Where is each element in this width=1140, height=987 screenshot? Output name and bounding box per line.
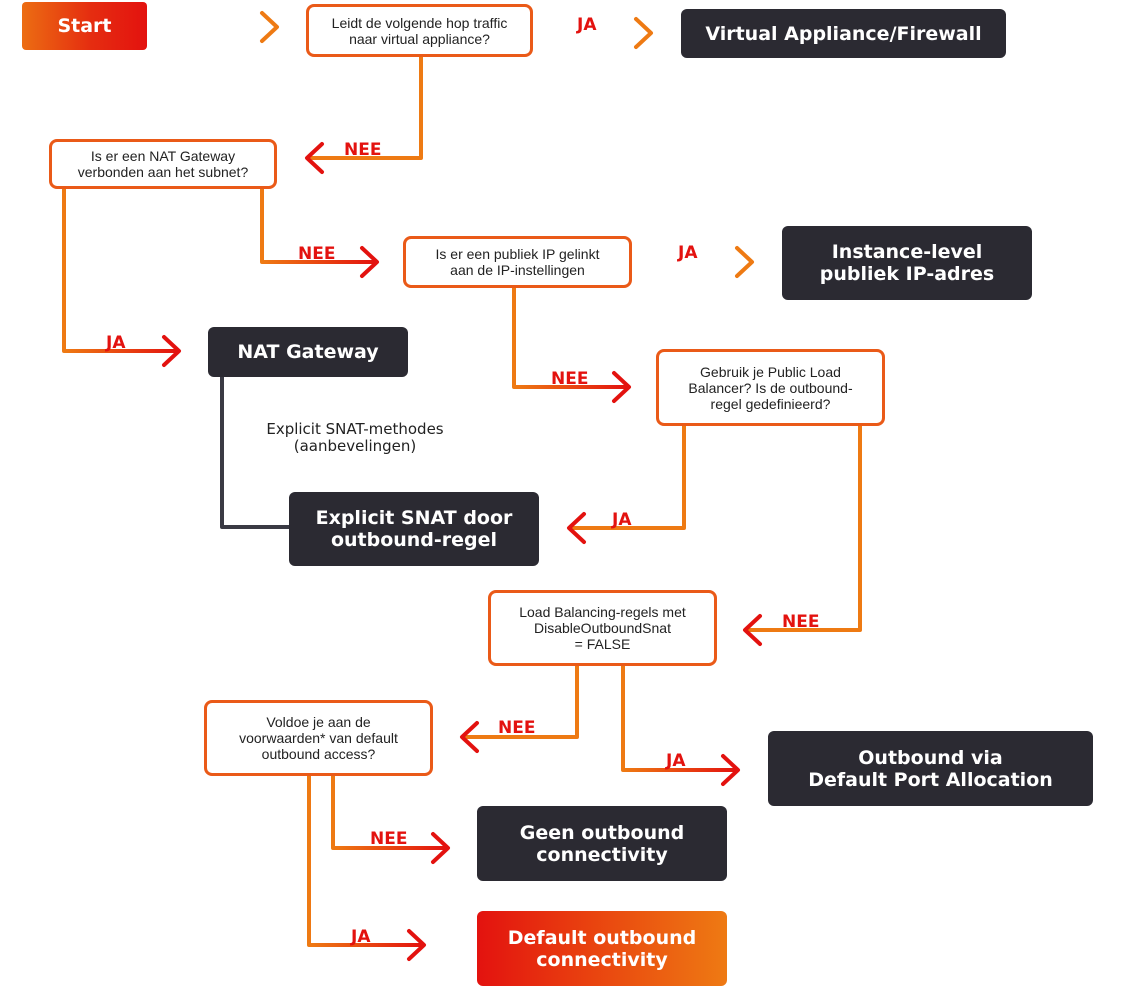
connector-q1-nee (306, 55, 423, 160)
arrowhead-q5-ja (721, 754, 740, 786)
question-disable-outbound-snat: Load Balancing-regels met DisableOutboun… (488, 590, 717, 666)
label-q3-ja: JA (678, 243, 698, 263)
arrowhead-q6-ja (407, 929, 426, 961)
label-q4-ja: JA (612, 510, 632, 530)
arrowhead-q4-nee (743, 614, 762, 646)
connector-nat-snat (220, 375, 291, 529)
label-q6-nee: NEE (370, 829, 408, 849)
arrowhead-start-q1 (260, 11, 279, 43)
start-node: Start (22, 2, 147, 50)
result-no-outbound-connectivity: Geen outbound connectivity (477, 806, 727, 881)
result-explicit-snat-outbound-rule: Explicit SNAT door outbound-regel (289, 492, 539, 566)
connector-q4-ja (568, 424, 686, 530)
question-public-ip-linked: Is er een publiek IP gelinkt aan de IP-i… (403, 236, 632, 288)
connector-q5-nee (461, 664, 579, 739)
connector-q4-nee (744, 424, 862, 632)
connector-q6-nee (331, 774, 449, 850)
arrowhead-q2-nee (360, 246, 379, 278)
question-nat-gateway-subnet: Is er een NAT Gateway verbonden aan het … (49, 139, 277, 189)
label-q2-ja: JA (106, 333, 126, 353)
arrowhead-q1-ja (634, 17, 653, 49)
question-default-outbound-access: Voldoe je aan de voorwaarden* van defaul… (204, 700, 433, 776)
result-nat-gateway: NAT Gateway (208, 327, 408, 377)
label-q3-nee: NEE (551, 369, 589, 389)
label-q1-ja: JA (577, 15, 597, 35)
explicit-snat-methods-note: Explicit SNAT-methodes (aanbevelingen) (266, 420, 444, 455)
arrowhead-q5-nee (460, 721, 479, 753)
result-virtual-appliance-firewall: Virtual Appliance/Firewall (681, 9, 1006, 58)
arrowhead-q2-ja (162, 335, 181, 367)
arrowhead-q4-ja (567, 512, 586, 544)
question-public-load-balancer: Gebruik je Public Load Balancer? Is de o… (656, 349, 885, 426)
label-q5-ja: JA (666, 751, 686, 771)
arrowhead-q3-ja (735, 246, 754, 278)
question-next-hop-virtual-appliance: Leidt de volgende hop traffic naar virtu… (306, 4, 533, 57)
label-q5-nee: NEE (498, 718, 536, 738)
label-q4-nee: NEE (782, 612, 820, 632)
connector-q6-ja (307, 774, 425, 947)
connector-q5-ja (621, 664, 739, 772)
result-outbound-default-port-allocation: Outbound via Default Port Allocation (768, 731, 1093, 806)
label-q6-ja: JA (351, 927, 371, 947)
arrowhead-q6-nee (431, 832, 450, 864)
arrowhead-q3-nee (612, 371, 631, 403)
result-default-outbound-connectivity: Default outbound connectivity (477, 911, 727, 986)
result-instance-level-public-ip: Instance-level publiek IP-adres (782, 226, 1032, 300)
arrowhead-q1-nee (305, 142, 324, 174)
connector-q2-nee (260, 187, 378, 264)
connector-q3-nee (512, 286, 630, 389)
label-q2-nee: NEE (298, 244, 336, 264)
label-q1-nee: NEE (344, 140, 382, 160)
connector-q2-ja (62, 187, 180, 353)
